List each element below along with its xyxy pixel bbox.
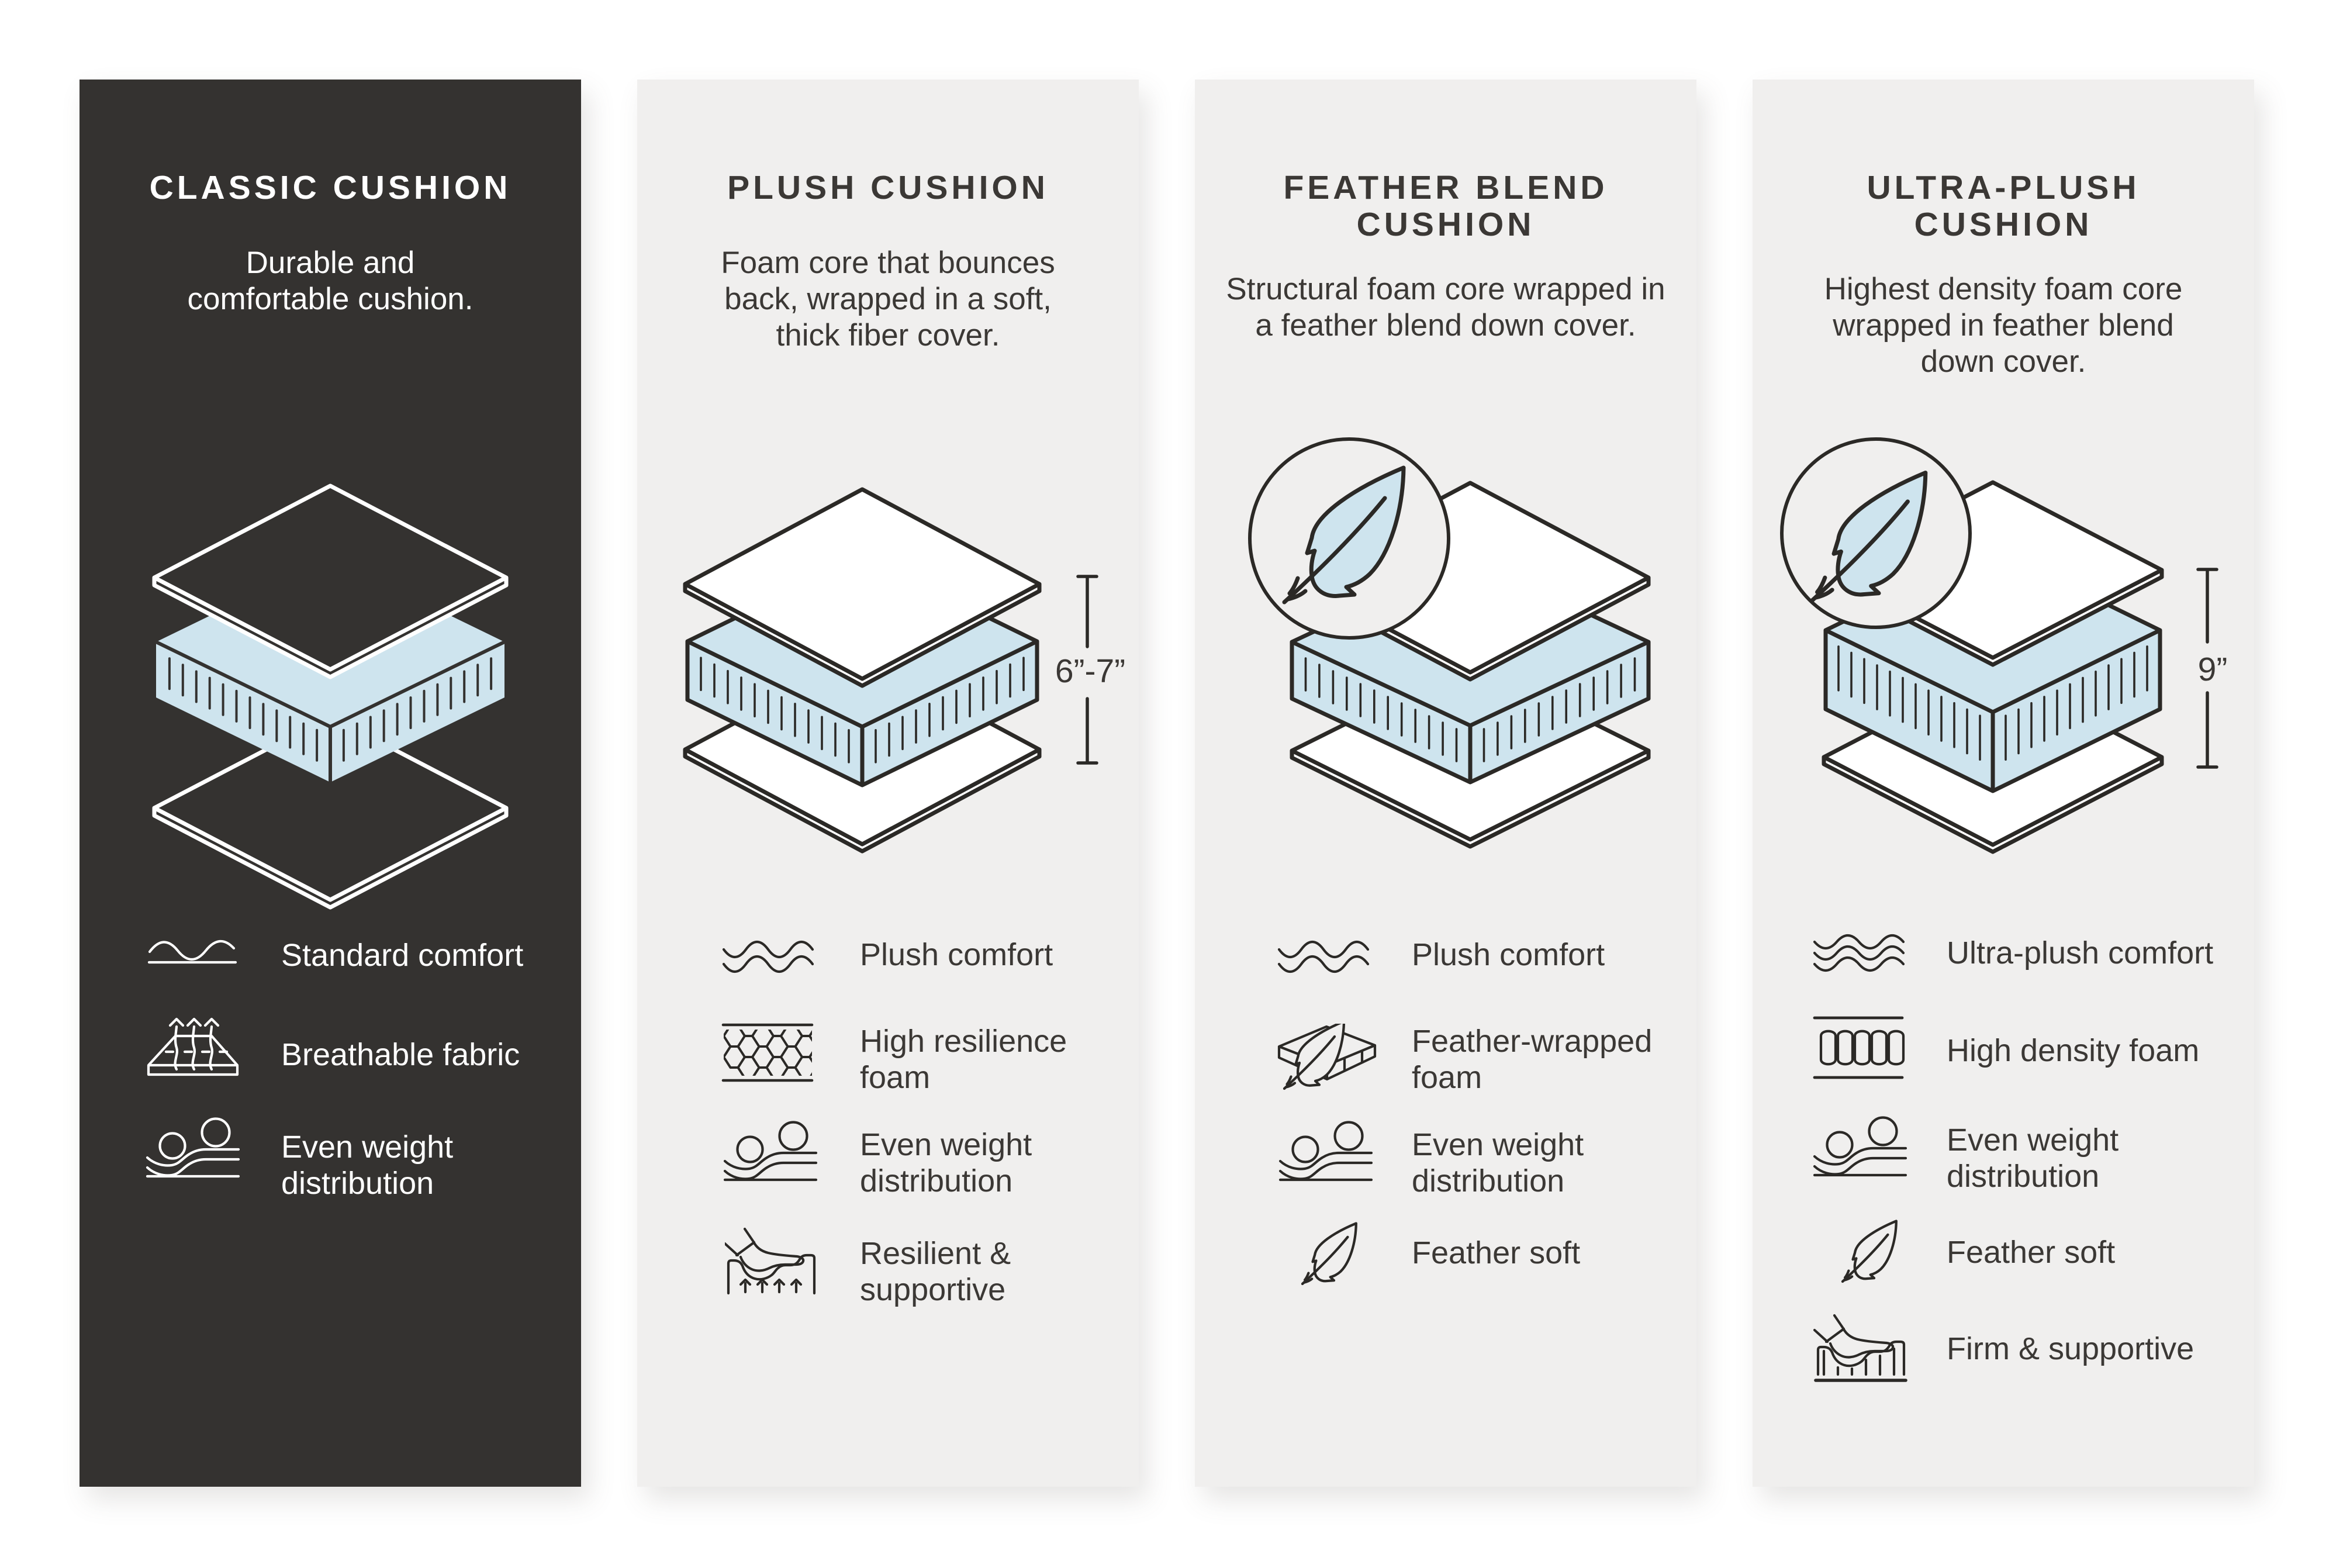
svg-text:9”: 9” <box>2198 651 2228 688</box>
svg-text:6”-7”: 6”-7” <box>1055 652 1125 690</box>
